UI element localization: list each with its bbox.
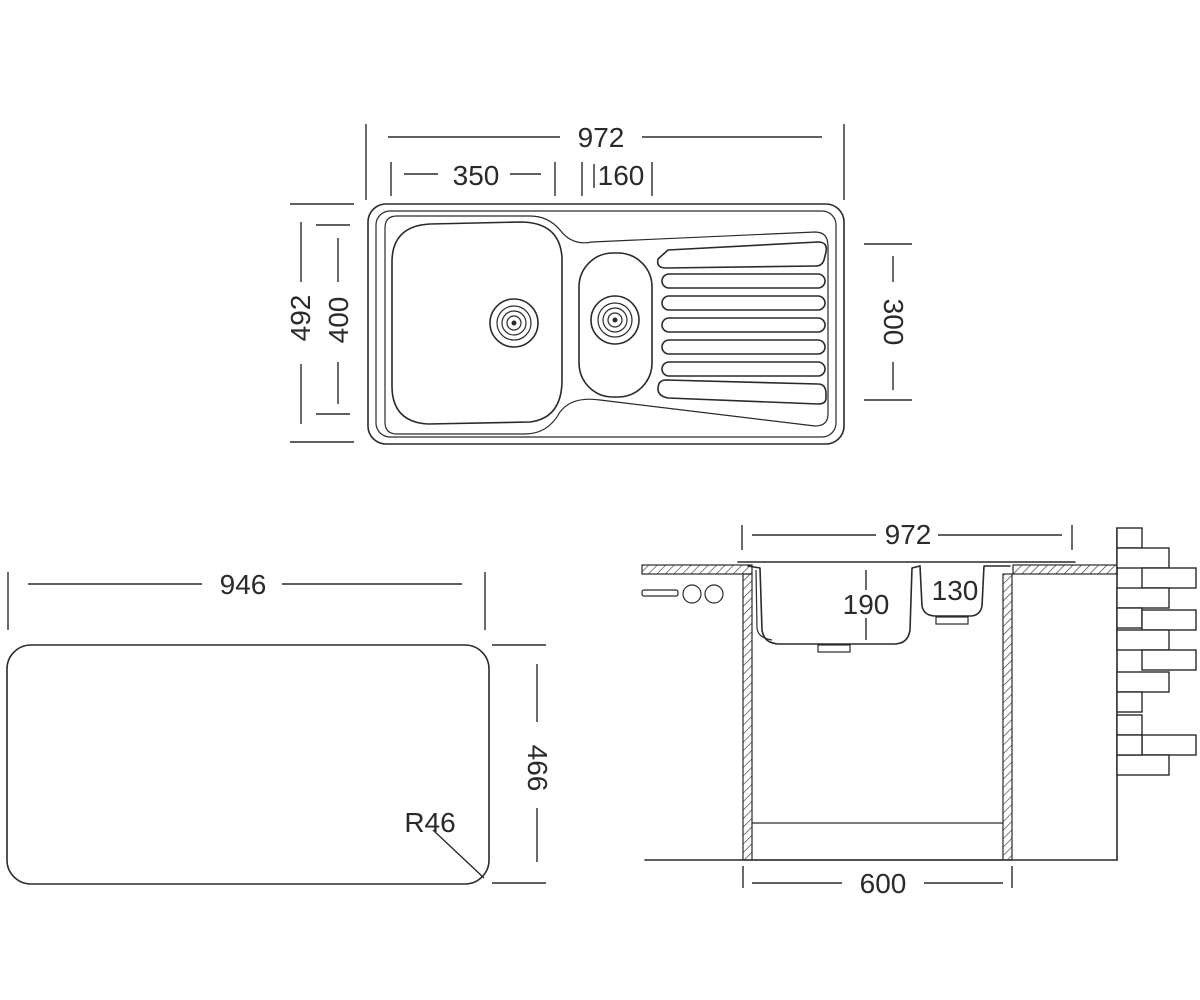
top-view: 972 350 160 492 (285, 122, 912, 445)
section-view: 972 190 130 600 (641, 519, 1197, 899)
dim-label-972-section: 972 (885, 519, 932, 550)
dim-label-160: 160 (598, 160, 645, 191)
countertop-right (1012, 564, 1118, 575)
dim-label-466: 466 (522, 745, 553, 792)
dim-label-400: 400 (323, 297, 354, 344)
dim-label-r46: R46 (404, 807, 455, 838)
cutout-outline (6, 644, 490, 885)
dim-label-946: 946 (220, 569, 267, 600)
dim-bowl-width: 350 (390, 160, 556, 196)
sink-inner-rim (375, 210, 837, 438)
dim-cabinet-width: 600 (742, 866, 1013, 899)
dim-section-width: 972 (741, 519, 1073, 550)
dim-overall-width: 972 (365, 122, 845, 200)
cabinet-right-panel (1002, 573, 1013, 861)
dim-label-492: 492 (285, 295, 316, 342)
dim-label-190: 190 (843, 589, 890, 620)
dim-label-130: 130 (932, 575, 979, 606)
dim-label-600: 600 (860, 868, 907, 899)
sink-section-bowl (747, 565, 921, 645)
dim-corner-radius: R46 (404, 807, 485, 879)
dim-overall-depth: 492 (285, 203, 354, 443)
small-drain-section-icon (935, 616, 969, 625)
sink-outer-rim (367, 203, 845, 445)
cabinet-left-panel (742, 573, 753, 861)
small-bowl (578, 252, 653, 398)
dim-small-bowl-width: 160 (581, 160, 653, 196)
basin-contour (384, 215, 829, 435)
dim-cutout-height: 466 (492, 644, 553, 884)
dim-bowl-depth: 400 (316, 224, 354, 415)
dim-label-972: 972 (578, 122, 625, 153)
dim-drainer-depth: 300 (864, 243, 912, 401)
brick-wall (1116, 527, 1197, 776)
dim-bowl-section-depth: 190 (843, 570, 890, 640)
cutout-view: 946 466 R46 (6, 569, 553, 885)
main-bowl (391, 221, 563, 425)
sink-section-bowl-inner (755, 569, 773, 641)
dim-cutout-width: 946 (7, 569, 486, 630)
dim-label-300: 300 (878, 299, 909, 346)
dim-small-bowl-section-depth: 130 (932, 575, 979, 606)
small-drain-icon (590, 295, 640, 345)
countertop-left (641, 564, 753, 575)
main-drain-section-icon (817, 644, 851, 653)
drawer-hardware-icon (641, 584, 724, 604)
drainer-ribs (656, 241, 828, 405)
sink-section-small-bowl (919, 565, 1011, 617)
main-drain-icon (489, 298, 539, 348)
dim-label-350: 350 (453, 160, 500, 191)
